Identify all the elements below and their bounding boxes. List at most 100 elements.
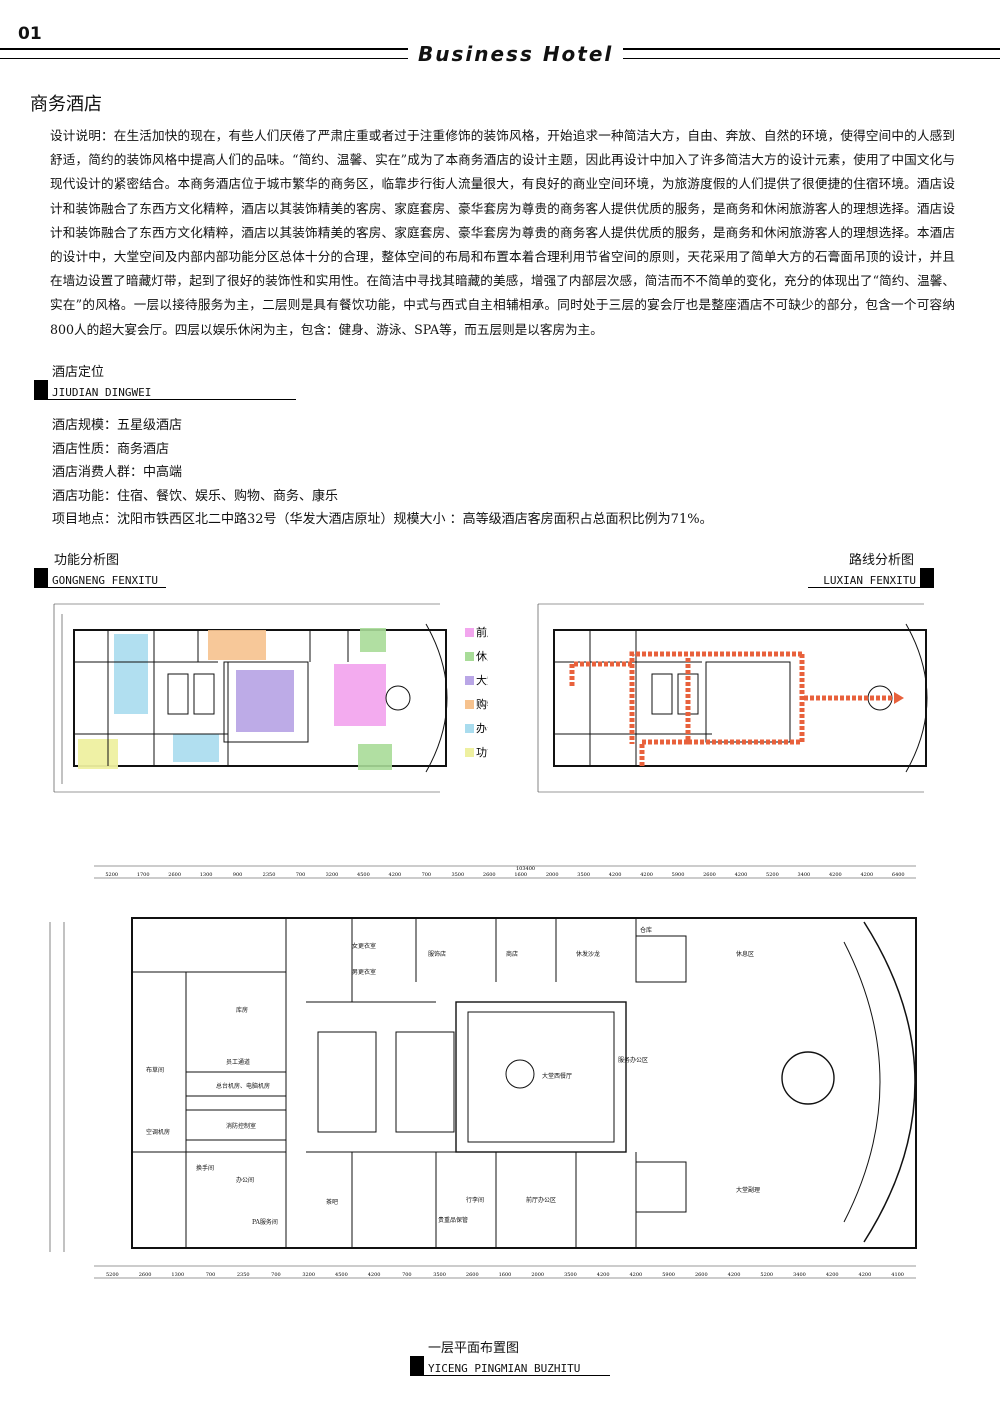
function-heading-cn: 功能分析图 — [54, 553, 120, 568]
room-label: 服务办公区 — [618, 1056, 648, 1064]
legend-label: 休息 — [476, 649, 488, 663]
info-item: 酒店功能：住宿、餐饮、娱乐、购物、商务、康乐 — [52, 488, 339, 504]
zone-lobby — [236, 670, 294, 732]
dimension-value: 2600 — [466, 1272, 479, 1278]
zone-front-hall — [334, 664, 386, 726]
dimension-value: 2600 — [483, 872, 496, 878]
room-label: 前厅办公区 — [526, 1196, 556, 1204]
room-label: PA服务间 — [252, 1218, 278, 1226]
dimension-value: 5900 — [672, 872, 685, 878]
dimension-value: 4200 — [389, 872, 402, 878]
dimension-value: 2600 — [168, 872, 181, 878]
zone-office — [173, 734, 219, 762]
zone-shopping — [208, 630, 266, 660]
zone-rest — [360, 628, 386, 652]
room-label: 休息区 — [736, 950, 754, 958]
dimension-value: 1300 — [171, 1272, 184, 1278]
room-label: 布草间 — [146, 1066, 164, 1074]
dimension-value: 2350 — [237, 1272, 250, 1278]
facade-curve-inner — [843, 941, 881, 1223]
legend-swatch — [465, 700, 474, 709]
dimension-value: 4200 — [368, 1272, 381, 1278]
positioning-heading-cn: 酒店定位 — [52, 365, 105, 380]
dimension-value: 2600 — [139, 1272, 152, 1278]
dim-total: 103400 — [516, 866, 535, 872]
floor-plan-heading: 一层平面布置图 YICENG PINGMIAN BUZHITU — [410, 1337, 610, 1376]
dimension-value: 700 — [296, 872, 306, 878]
route-paths — [569, 651, 898, 766]
route-lower — [639, 739, 688, 766]
room-label: 仓库 — [640, 926, 652, 934]
floor-plan-heading-en: YICENG PINGMIAN BUZHITU — [424, 1362, 610, 1376]
room-label: 库房 — [236, 1006, 248, 1014]
facade-curve — [905, 623, 928, 773]
building-outline — [131, 917, 917, 1249]
legend-swatch — [465, 652, 474, 661]
dimension-value: 3400 — [793, 1272, 806, 1278]
room-label: 茶吧 — [326, 1198, 338, 1206]
route-heading: 路线分析图 LUXIAN FENXITU — [808, 549, 934, 588]
info-list: 酒店规模：五星级酒店 酒店性质：商务酒店 酒店消费人群：中高端 酒店功能：住宿、… — [52, 414, 713, 532]
room-label: 空调机房 — [146, 1128, 170, 1136]
building-outline — [553, 629, 927, 767]
dimension-value: 700 — [402, 1272, 412, 1278]
top-dimensions: 103400 — [94, 865, 916, 879]
room-label: 大堂西餐厅 — [542, 1072, 572, 1080]
dimension-value: 700 — [271, 1272, 281, 1278]
dimension-value: 1300 — [200, 872, 213, 878]
positioning-heading: 酒店定位 JIUDIAN DINGWEI — [34, 361, 296, 400]
legend-swatch — [465, 724, 474, 733]
route-heading-en: LUXIAN FENXITU — [808, 574, 920, 588]
route-upper — [629, 651, 802, 744]
room-label: 男更衣室 — [352, 968, 376, 976]
legend-swatch — [465, 748, 474, 757]
info-item: 酒店规模：五星级酒店 — [52, 418, 183, 433]
room-label: 女更衣室 — [352, 942, 376, 950]
room-label: 办公间 — [236, 1176, 254, 1184]
dimension-value: 5200 — [106, 1272, 119, 1278]
function-heading: 功能分析图 GONGNENG FENXITU — [34, 549, 166, 588]
dimension-value: 3200 — [302, 1272, 315, 1278]
room-label: 服饰店 — [428, 950, 446, 958]
dimension-value: 4200 — [609, 872, 622, 878]
room-label: 大堂副理 — [736, 1186, 760, 1194]
dimension-value: 4500 — [335, 1272, 348, 1278]
facade-curve — [425, 623, 448, 773]
dimension-value: 3500 — [577, 872, 590, 878]
header-title: Business Hotel — [408, 42, 624, 66]
dimension-value: 4200 — [640, 872, 653, 878]
route-heading-cn: 路线分析图 — [848, 553, 914, 568]
dimension-value: 1700 — [137, 872, 150, 878]
dimension-value: 3400 — [798, 872, 811, 878]
dimension-value: 2600 — [703, 872, 716, 878]
revolving-door — [781, 1051, 835, 1105]
dimension-value: 5200 — [760, 1272, 773, 1278]
room-label: 消防控制室 — [226, 1122, 256, 1130]
function-analysis-plan: 前厅 休息 大堂 购物 办公 功能 — [48, 594, 488, 804]
interior-walls — [132, 918, 687, 1248]
dimension-value: 4200 — [728, 1272, 741, 1278]
room-label: 员工通道 — [226, 1058, 250, 1066]
route-side — [688, 654, 805, 745]
legend-label: 功能 — [476, 745, 488, 759]
interior-walls — [74, 630, 411, 766]
dimension-value: 2600 — [695, 1272, 708, 1278]
main-title: 商务酒店 — [30, 94, 102, 115]
room-label: 商店 — [506, 950, 518, 958]
heading-block — [920, 568, 934, 588]
dimension-value: 4100 — [891, 1272, 904, 1278]
info-item: 酒店消费人群：中高端 — [52, 465, 183, 480]
positioning-heading-en: JIUDIAN DINGWEI — [48, 386, 296, 400]
dimension-value: 5900 — [662, 1272, 675, 1278]
dimension-value: 4200 — [860, 872, 873, 878]
floor-plan-heading-cn: 一层平面布置图 — [428, 1341, 520, 1356]
dimension-value: 6400 — [892, 872, 905, 878]
heading-block — [34, 380, 48, 400]
left-dimensions — [49, 922, 65, 1252]
route-arrow — [894, 692, 904, 704]
dimension-value: 4200 — [735, 872, 748, 878]
info-item: 项目地点：沈阳市铁西区北二中路32号（华发大酒店原址）规模大小 ：高等级酒店客房… — [52, 512, 713, 527]
dimension-value: 700 — [206, 1272, 216, 1278]
